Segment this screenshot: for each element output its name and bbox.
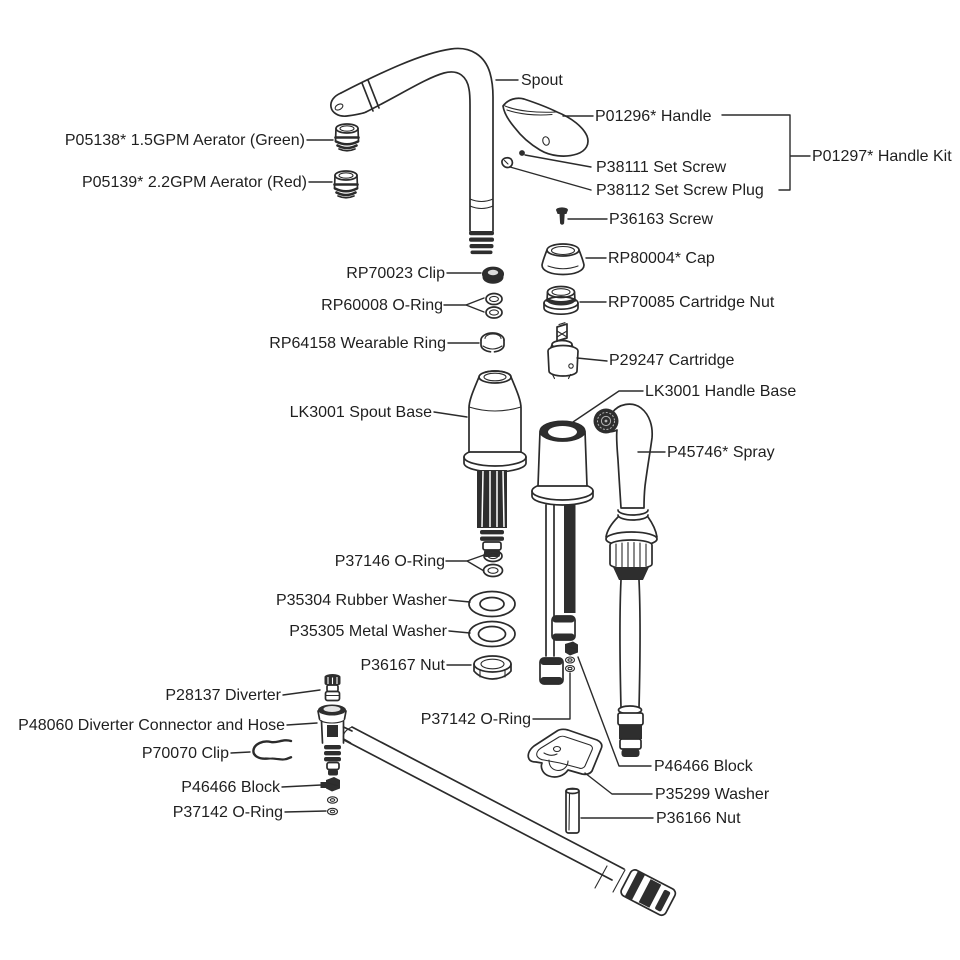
part-labels: Spout P05138* 1.5GPM Aerator (Green) P05… xyxy=(18,72,952,827)
label-oring-center: P37142 O-Ring xyxy=(421,711,531,728)
leader-metal-washer xyxy=(448,630,471,634)
nut-p36166-drawing xyxy=(565,787,580,834)
leader-set-screw xyxy=(524,154,592,168)
leader-lines xyxy=(230,79,811,819)
screw-drawing xyxy=(556,207,568,225)
label-handle-base: LK3001 Handle Base xyxy=(645,383,796,400)
rubber-washer-drawing xyxy=(468,590,516,618)
handle-kit-bracket xyxy=(721,114,811,191)
label-oring-p37146: P37146 O-Ring xyxy=(335,553,445,570)
wearable-ring-drawing xyxy=(480,332,505,353)
leader-diverter-connector xyxy=(286,722,318,726)
label-washer-p35299: P35299 Washer xyxy=(655,786,770,803)
label-nut-p36166: P36166 Nut xyxy=(656,810,741,827)
label-wearable-ring: RP64158 Wearable Ring xyxy=(269,335,446,352)
spout-drawing xyxy=(330,47,494,255)
leader-block-right xyxy=(577,656,652,767)
label-cartridge: P29247 Cartridge xyxy=(609,352,735,369)
leader-set-screw-plug xyxy=(509,166,592,191)
leader-oring-p37146 xyxy=(445,554,485,572)
cartridge-nut-drawing xyxy=(543,285,579,316)
clip-rp70023-drawing xyxy=(481,266,505,284)
label-cartridge-nut: RP70085 Cartridge Nut xyxy=(608,294,775,311)
spout-base-drawing xyxy=(463,370,527,557)
leader-oring-rp60008 xyxy=(443,297,485,313)
washer-p35299-drawing xyxy=(527,728,603,778)
label-handle-kit: P01297* Handle Kit xyxy=(812,148,952,165)
label-rubber-washer: P35304 Rubber Washer xyxy=(276,592,448,609)
label-block-right: P46466 Block xyxy=(654,758,754,775)
label-set-screw-plug: P38112 Set Screw Plug xyxy=(596,182,764,199)
label-cap: RP80004* Cap xyxy=(608,250,715,267)
diverter-drawing xyxy=(324,674,341,702)
metal-washer-drawing xyxy=(468,620,516,648)
leader-clip-p70070 xyxy=(230,751,251,754)
label-aerator-red: P05139* 2.2GPM Aerator (Red) xyxy=(82,174,307,191)
leader-oring-center xyxy=(532,672,571,720)
label-diverter: P28137 Diverter xyxy=(165,687,281,704)
handle-base-drawing xyxy=(531,420,594,685)
leader-diverter xyxy=(282,689,321,696)
label-block-left: P46466 Block xyxy=(181,779,281,796)
leader-handle-base xyxy=(569,390,644,425)
label-clip-rp70023: RP70023 Clip xyxy=(346,265,445,282)
leader-washer-p35299 xyxy=(584,772,653,795)
label-oring-rp60008: RP60008 O-Ring xyxy=(321,297,443,314)
oring-left-drawing xyxy=(326,796,339,816)
diverter-connector-drawing xyxy=(317,704,353,776)
label-spout: Spout xyxy=(521,72,563,89)
label-handle: P01296* Handle xyxy=(595,108,712,125)
label-nut-p36167: P36167 Nut xyxy=(360,657,445,674)
aerator-red-drawing xyxy=(333,169,359,200)
label-aerator-green: P05138* 1.5GPM Aerator (Green) xyxy=(65,132,305,149)
label-diverter-connector: P48060 Diverter Connector and Hose xyxy=(18,717,285,734)
hose-drawing xyxy=(342,726,677,917)
leader-cartridge xyxy=(576,357,608,362)
label-oring-left: P37142 O-Ring xyxy=(173,804,283,821)
label-spout-base: LK3001 Spout Base xyxy=(290,404,432,421)
nut-p36167-drawing xyxy=(473,655,512,680)
label-clip-p70070: P70070 Clip xyxy=(142,745,229,762)
oring-rp60008-drawing xyxy=(485,292,503,319)
leader-oring-left xyxy=(284,810,327,813)
leader-block-left xyxy=(281,784,322,788)
leader-rubber-washer xyxy=(448,599,471,603)
label-screw: P36163 Screw xyxy=(609,211,714,228)
block-right-drawing xyxy=(565,641,578,656)
label-metal-washer: P35305 Metal Washer xyxy=(289,623,447,640)
spray-drawing xyxy=(593,403,658,757)
oring-center-drawing xyxy=(564,656,576,673)
handle-drawing xyxy=(502,97,589,157)
set-screw-drawing xyxy=(519,150,525,156)
leader-spout-base xyxy=(433,411,468,418)
label-set-screw: P38111 Set Screw xyxy=(596,159,727,176)
set-screw-plug-drawing xyxy=(501,156,514,169)
cartridge-drawing xyxy=(547,322,579,380)
label-spray: P45746* Spray xyxy=(667,444,775,461)
cap-drawing xyxy=(541,243,585,276)
block-left-drawing xyxy=(320,777,340,792)
clip-p70070-drawing xyxy=(252,739,293,761)
